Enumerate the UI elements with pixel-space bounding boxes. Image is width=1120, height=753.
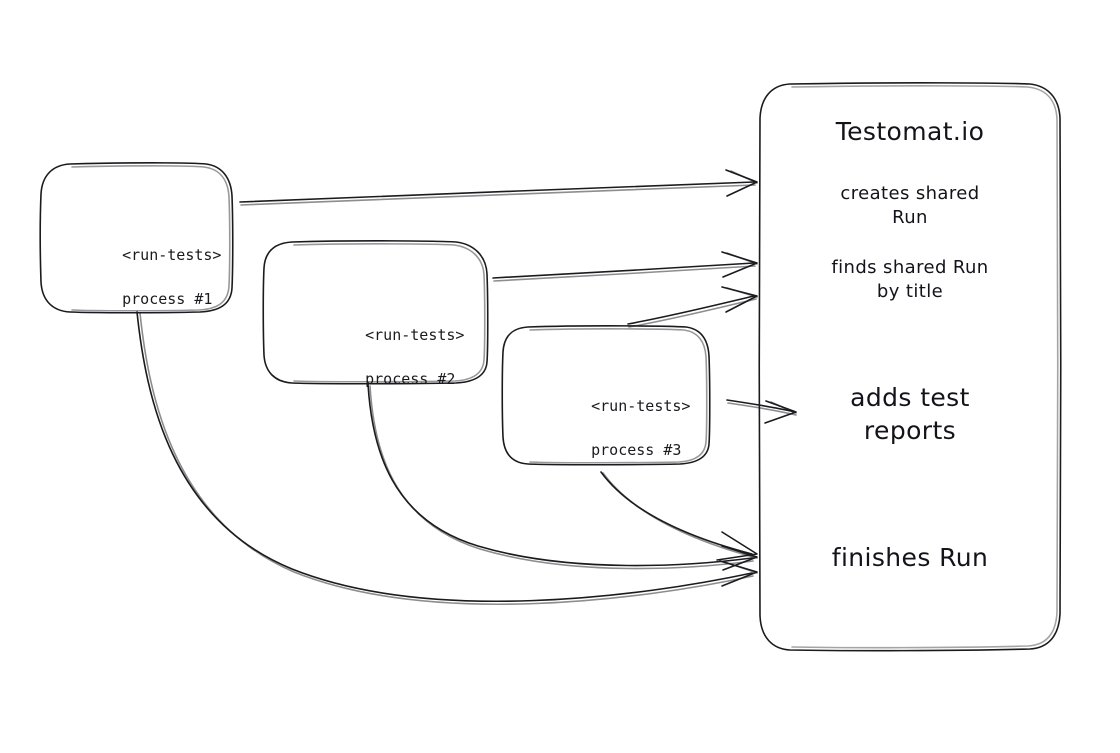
process-2-line-2: process #2 — [365, 370, 456, 388]
process-2-label: <run-tests> process #2 — [329, 302, 464, 412]
connector-p1-to-finishes-run — [136, 311, 758, 605]
process-3-line-1: <run-tests> — [591, 397, 691, 415]
process-1-line-1: <run-tests> — [122, 246, 222, 264]
connector-p3-to-finds-shared-run — [627, 286, 758, 328]
connector-p3-to-finishes-run — [600, 471, 758, 561]
testomat-panel-title: Testomat.io — [835, 117, 985, 146]
connector-p3-to-adds-test-reports — [726, 399, 797, 424]
panel-step-finds-shared-run-by-title: finds shared Run by title — [831, 257, 989, 302]
process-3-line-2: process #3 — [591, 441, 682, 459]
process-1-shape[interactable] — [39, 162, 234, 314]
process-3-shape[interactable] — [501, 325, 711, 466]
process-3-label: <run-tests> process #3 — [555, 373, 690, 483]
panel-step-creates-shared-run: creates shared Run — [840, 183, 980, 228]
connector-p2-to-finds-shared-run — [492, 251, 758, 282]
panel-step-finishes-run: finishes Run — [831, 543, 989, 572]
connector-p1-to-creates-shared-run — [239, 169, 758, 206]
process-2-line-1: <run-tests> — [365, 326, 465, 344]
process-1-label: <run-tests> process #1 — [86, 222, 221, 332]
panel-step-adds-test-reports: adds test reports — [850, 383, 970, 445]
process-2-shape[interactable] — [262, 240, 489, 385]
testomat-panel-shape[interactable] — [758, 82, 1062, 652]
process-1-line-2: process #1 — [122, 290, 213, 308]
